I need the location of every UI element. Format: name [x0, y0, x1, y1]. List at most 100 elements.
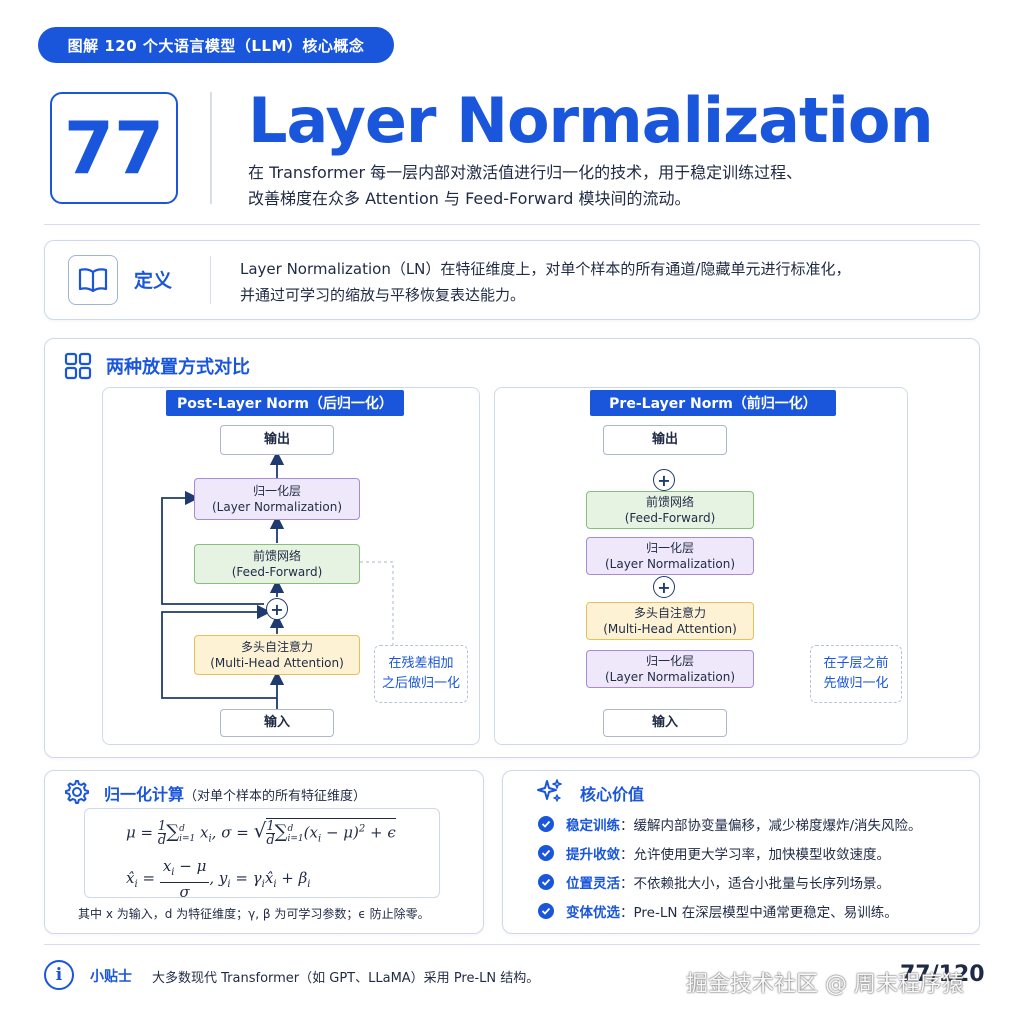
formula-note: 其中 x 为输入，d 为特征维度；γ, β 为可学习参数；ϵ 防止除零。	[78, 907, 430, 921]
definition-label: 定义	[134, 270, 173, 292]
formula-mu-den: d	[157, 833, 167, 848]
formula-sigma-sum-top: d	[287, 823, 294, 834]
formula-sigma-eps: + ϵ	[365, 823, 396, 842]
pre-attn-line-2: (Multi-Head Attention)	[603, 622, 737, 636]
definition-line-1: Layer Normalization（LN）在特征维度上，对单个样本的所有通道…	[240, 260, 851, 278]
formula-mu-sum-bot: i=1	[179, 833, 196, 844]
formula-mu-rhs: x	[200, 823, 209, 842]
gear-icon-svg	[65, 780, 89, 804]
book-icon	[68, 255, 118, 305]
check-icon	[538, 816, 554, 832]
formula-box	[84, 808, 440, 898]
formula-mu-lhs: μ =	[126, 823, 154, 842]
book-icon-svg	[78, 268, 108, 293]
formula-xhat-num-x: x	[162, 857, 172, 875]
pre-add-node-top: +	[653, 469, 675, 491]
formula-y-xhat: x̂	[264, 869, 274, 887]
value-text: ：不依赖批大小，适合小批量与长序列场景。	[620, 876, 890, 892]
normalization-heading: 归一化计算（对单个样本的所有特征维度）	[104, 781, 366, 805]
sparkle-icon-svg	[537, 779, 562, 802]
formula-sigma-sum-bot: i=1	[287, 833, 304, 844]
post-ln-arrows	[161, 450, 285, 709]
header-divider	[210, 92, 212, 204]
normalization-title-sub: （对单个样本的所有特征维度）	[184, 789, 367, 804]
post-output-box: 输出	[220, 425, 334, 455]
series-label: 图解 120 个大语言模型（LLM）核心概念	[38, 27, 394, 63]
formula-sigma-exp: 2	[358, 823, 366, 835]
formula-mu-frac: 1 d	[157, 820, 167, 848]
pre-norm2-box: 归一化层 (Layer Normalization)	[586, 537, 754, 575]
formula-sigma-lhs: , σ =	[211, 823, 249, 842]
core-value-card	[502, 770, 980, 934]
formula-xhat-den: σ	[179, 883, 190, 901]
post-input-box: 输入	[220, 709, 334, 737]
value-text: ：允许使用更大学习率，加快模型收敛速度。	[620, 847, 890, 863]
post-residual-norm	[161, 490, 264, 605]
formula-y-gamma-sub: i	[261, 879, 265, 890]
post-attn-line-2: (Multi-Head Attention)	[210, 656, 344, 670]
post-add-node: +	[266, 598, 288, 620]
definition-line-2: 并通过可学习的缩放与平移恢复表达能力。	[240, 286, 526, 304]
post-ffn-line-1: 前馈网络	[252, 549, 301, 563]
pre-norm2-line-1: 归一化层	[645, 541, 694, 555]
grid-icon-svg	[64, 352, 92, 380]
pre-norm1-line-2: (Layer Normalization)	[604, 670, 736, 684]
formula-mu-sum: ∑	[166, 821, 180, 843]
post-norm-line-2: (Layer Normalization)	[211, 500, 343, 514]
formula-sigma-body-sub: i	[317, 833, 322, 845]
formula-xhat-num2: − μ	[174, 857, 207, 875]
value-text: ：Pre-LN 在深层模型中通常更稳定、易训练。	[620, 905, 898, 921]
page-number: 77/120	[900, 962, 985, 987]
value-item-variant: 变体优选：Pre-LN 在深层模型中通常更稳定、易训练。	[538, 901, 898, 921]
check-icon	[538, 903, 554, 919]
formula-xhat-num: xi − μ	[159, 857, 210, 883]
formula-y-xhat-sub: i	[273, 879, 277, 890]
subtitle-line-2: 改善梯度在众多 Attention 与 Feed-Forward 模块间的流动。	[248, 189, 691, 208]
post-note-line-2: 之后做归一化	[381, 676, 460, 691]
formula-xhat-eq: =	[142, 869, 156, 887]
formula-xhat-frac: xi − μ σ	[159, 857, 210, 901]
footer-rule	[44, 944, 980, 945]
core-value-title: 核心价值	[580, 785, 645, 804]
formula-xhat-num-sub: i	[171, 867, 175, 878]
tip-text: 大多数现代 Transformer（如 GPT、LLaMA）采用 Pre-LN …	[152, 971, 540, 986]
normalization-title: 归一化计算	[104, 785, 185, 804]
value-item-converge: 提升收敛：允许使用更大学习率，加快模型收敛速度。	[538, 843, 890, 863]
formula-xhat-y: x̂i = xi − μ σ , yi = γix̂i + βi	[126, 857, 311, 901]
info-icon: i	[44, 960, 74, 990]
value-key: 变体优选	[566, 905, 620, 921]
formula-y-sub: i	[227, 879, 231, 890]
formula-sigma-sum: ∑	[274, 821, 288, 843]
comparison-title: 两种放置方式对比	[106, 357, 250, 378]
sparkle-icon	[536, 777, 564, 805]
formula-mu-sum-top: d	[179, 823, 185, 834]
post-norm-line-1: 归一化层	[252, 484, 301, 498]
pre-attn-box: 多头自注意力 (Multi-Head Attention)	[586, 602, 754, 640]
value-item-flexible: 位置灵活：不依赖批大小，适合小批量与长序列场景。	[538, 872, 890, 892]
pre-attn-line-1: 多头自注意力	[633, 606, 706, 620]
formula-mu-rhs-sub: i	[208, 833, 212, 845]
check-icon	[538, 845, 554, 861]
formula-y-beta-sub: i	[307, 879, 311, 890]
post-attn-line-1: 多头自注意力	[240, 640, 313, 654]
pre-norm2-line-2: (Layer Normalization)	[604, 557, 736, 571]
pre-ffn-line-1: 前馈网络	[645, 495, 694, 509]
post-norm-box: 归一化层 (Layer Normalization)	[194, 478, 360, 520]
value-item-stable: 稳定训练：缓解内部协变量偏移，减少梯度爆炸/消失风险。	[538, 814, 922, 834]
formula-sqrt-sign: √	[253, 818, 267, 843]
post-note-line-1: 在残差相加	[388, 656, 454, 671]
pre-input-box: 输入	[603, 709, 727, 737]
pre-add-node-mid: +	[653, 576, 675, 598]
page-subtitle: 在 Transformer 每一层内部对激活值进行归一化的技术，用于稳定训练过程…	[248, 160, 868, 212]
pre-note-line-1: 在子层之前	[823, 656, 889, 671]
formula-sigma-num: 1	[266, 819, 275, 834]
post-note: 在残差相加 之后做归一化	[374, 645, 468, 703]
pre-output-box: 输出	[603, 425, 727, 455]
watermark: 掘金技术社区 @ 周末程序猿	[686, 972, 964, 997]
formula-xhat-lhs: x̂	[126, 869, 135, 887]
